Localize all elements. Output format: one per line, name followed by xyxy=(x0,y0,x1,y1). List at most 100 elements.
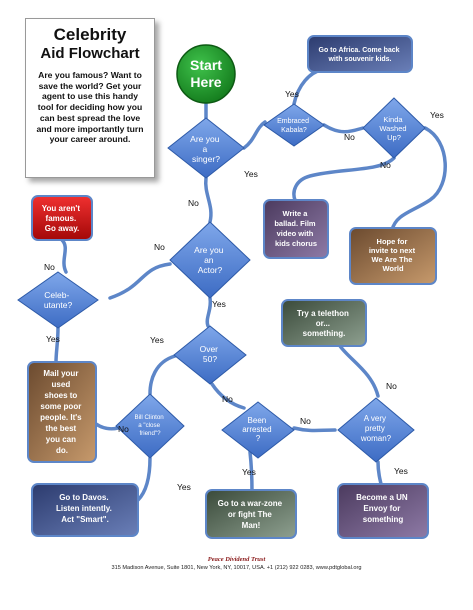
decision-singer: Are you a singer? xyxy=(167,117,245,179)
svg-text:A very pretty woma: A very pretty woman? xyxy=(360,414,392,443)
decision-over50-line-1: Over xyxy=(200,344,219,354)
decision-washed-line-3: Up? xyxy=(387,133,401,142)
outcome-shoes-line-1: Mail your xyxy=(43,369,78,378)
connector-washed-weare xyxy=(390,126,447,232)
svg-text:Embraced Kabala?: Embraced Kabala? xyxy=(277,118,311,134)
decision-pretty-line-2: pretty xyxy=(365,424,385,433)
edge-labels: Yes No Yes No Yes No No Yes No Yes Yes N… xyxy=(44,89,444,492)
outcome-ballad-line-3: video with xyxy=(277,229,314,238)
decision-arrested-line-3: ? xyxy=(256,434,261,443)
decision-actor-line-3: Actor? xyxy=(198,265,223,275)
outcome-notfamous-line-2: famous. xyxy=(46,214,77,223)
connector-over50-clinton xyxy=(148,354,177,396)
outcome-africa-line-2: with souvenir kids. xyxy=(327,56,391,63)
decision-kabala: Embraced Kabala? xyxy=(263,103,325,147)
svg-text:Celeb- utante?: Celeb- utante? xyxy=(44,290,73,310)
decision-singer-line-3: singer? xyxy=(192,154,220,164)
outcome-shoes-line-8: do. xyxy=(56,446,68,455)
svg-text:Go to Africa. Come back: Go to Africa. Come back with souvenir ki… xyxy=(319,47,402,63)
connector-washed-ballad xyxy=(292,156,396,202)
edge-over50-no: No xyxy=(222,394,233,404)
edge-washed-no: No xyxy=(380,160,391,170)
edge-singer-no: No xyxy=(188,198,199,208)
svg-text:Over 50?: Over 50? xyxy=(200,344,221,364)
edge-actor-no: No xyxy=(154,242,165,252)
edge-washed-yes: Yes xyxy=(430,110,444,120)
outcome-weare-line-1: Hope for xyxy=(377,237,408,246)
outcome-warzone-line-2: or fight The xyxy=(228,510,273,519)
outcome-davos-line-3: Act "Smart". xyxy=(61,515,109,524)
svg-text:Are you a singer?: Are you a singer? xyxy=(190,134,222,164)
decision-singer-line-1: Are you xyxy=(190,134,220,144)
outcome-unenvoy-line-3: something xyxy=(363,515,404,524)
outcome-weare-line-4: World xyxy=(382,264,404,273)
decision-over50-line-2: 50? xyxy=(203,354,217,364)
decision-actor: Are you an Actor? xyxy=(169,221,251,299)
connector-clinton-davos xyxy=(136,456,152,502)
decision-clinton: Bill Clinton a "close friend"? xyxy=(115,393,185,459)
decision-actor-line-2: an xyxy=(204,255,214,265)
start-label-1: Start xyxy=(190,57,222,73)
outcome-shoes-line-3: shoes to xyxy=(44,391,77,400)
page-title-line-2: Aid Flowchart xyxy=(40,45,140,62)
connector-singer-actor xyxy=(204,176,213,224)
svg-text:Are you an Actor?: Are you an Actor? xyxy=(194,245,226,275)
outcome-unenvoy-line-1: Become a UN xyxy=(356,493,408,502)
outcome-notfamous-line-1: You aren't xyxy=(42,204,81,213)
svg-text:Been arrested ?: Been arrested ? xyxy=(242,416,274,443)
svg-text:Hope for invite to next: Hope for invite to next We Are The World xyxy=(369,237,417,273)
decision-kabala-line-2: Kabala? xyxy=(281,127,307,134)
outcome-unenvoy-line-2: Envoy for xyxy=(363,504,400,513)
edge-kabala-yes: Yes xyxy=(285,89,299,99)
connector-actor-over50 xyxy=(205,296,213,328)
decision-celeb-line-1: Celeb- xyxy=(44,290,69,300)
connector-arrested-pretty xyxy=(292,426,337,433)
connector-singer-kabala xyxy=(242,120,267,150)
outcome-weare-line-3: We Are The xyxy=(372,255,413,264)
outcome-ballad-line-1: Write a xyxy=(283,209,309,218)
footer-address: 315 Madison Avenue, Suite 1801, New York… xyxy=(111,565,362,571)
start-label-2: Here xyxy=(190,74,221,90)
connector-celeb-notfamous xyxy=(60,238,68,274)
decision-pretty-line-3: woman? xyxy=(360,434,392,443)
decision-celebutante: Celeb- utante? xyxy=(17,271,99,329)
svg-text:Bill Clinton a "close: Bill Clinton a "close friend"? xyxy=(135,414,166,437)
svg-text:You aren't famous.: You aren't famous. Go away. xyxy=(42,204,82,233)
decision-celeb-line-2: utante? xyxy=(44,300,73,310)
start-node: Start Here xyxy=(176,44,236,104)
edge-pretty-yes: Yes xyxy=(394,466,408,476)
footer: Peace Dividend Trust 315 Madison Avenue,… xyxy=(0,556,473,571)
edge-celeb-yes: Yes xyxy=(46,334,60,344)
decision-washed-line-2: Washed xyxy=(379,124,406,133)
outcome-shoes-line-2: used xyxy=(52,380,71,389)
decision-clinton-line-3: friend"? xyxy=(139,430,161,437)
connector-kabala-washed xyxy=(322,123,365,134)
svg-text:Try a telethon or...: Try a telethon or... something. xyxy=(297,309,351,338)
title-box: Celebrity Aid Flowchart Are you famous? … xyxy=(25,18,155,178)
outcome-notfamous-line-3: Go away. xyxy=(45,224,80,233)
connector-over50-arrested xyxy=(210,382,246,410)
page-title-line-1: Celebrity xyxy=(53,25,127,44)
svg-text:Kinda Washed Up?: Kinda Washed Up? xyxy=(379,115,408,142)
outcome-shoes-line-4: some poor xyxy=(40,402,81,411)
outcome-shoes-line-7: you can xyxy=(46,435,76,444)
connector-actor-celeb xyxy=(108,262,172,300)
decision-kabala-line-1: Embraced xyxy=(277,118,309,125)
outcome-un-envoy: Become a UN Envoy for something xyxy=(337,483,429,539)
title-description: Are you famous? Want to save the world? … xyxy=(36,70,144,145)
edge-actor-yes: Yes xyxy=(212,299,226,309)
outcome-ballad-line-4: kids chorus xyxy=(275,239,317,248)
outcome-davos-line-2: Listen intently. xyxy=(56,504,112,513)
connectors xyxy=(54,68,447,502)
decision-arrested-line-2: arrested xyxy=(242,425,271,434)
outcome-telethon: Try a telethon or... something. xyxy=(281,299,367,347)
outcome-warzone-line-3: Man! xyxy=(242,521,261,530)
decision-pretty-woman: A very pretty woman? xyxy=(337,397,415,463)
outcome-africa-line-1: Go to Africa. Come back xyxy=(319,47,400,54)
edge-kabala-no: No xyxy=(344,132,355,142)
connector-clinton-shoes xyxy=(94,422,120,431)
svg-text:Become a UN Envoy for: Become a UN Envoy for something xyxy=(356,493,410,524)
decision-arrested-line-1: Been xyxy=(248,416,267,425)
outcome-telethon-line-1: Try a telethon xyxy=(297,309,349,318)
outcome-ballad-line-2: ballad. Film xyxy=(274,219,316,228)
